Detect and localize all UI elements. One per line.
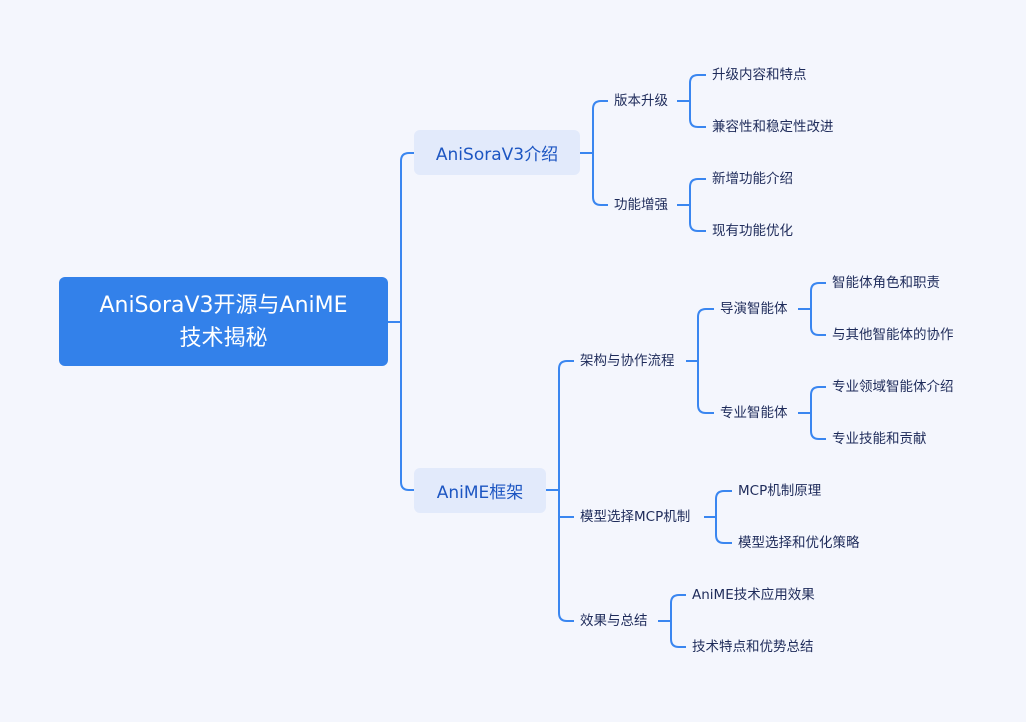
leaf-node[interactable]: 技术特点和优势总结 bbox=[692, 639, 814, 655]
leaf-node[interactable]: 新增功能介绍 bbox=[712, 171, 793, 187]
root-title-line1: AniSoraV3开源与AniME bbox=[99, 292, 348, 318]
subtopic-node[interactable]: 专业智能体 bbox=[720, 405, 788, 421]
leaf-node[interactable]: 兼容性和稳定性改进 bbox=[712, 119, 834, 135]
leaf-node[interactable]: 升级内容和特点 bbox=[712, 67, 807, 83]
topic-node[interactable]: 模型选择MCP机制 bbox=[580, 509, 691, 525]
topic-node[interactable]: 架构与协作流程 bbox=[580, 353, 675, 369]
leaf-node[interactable]: AniME技术应用效果 bbox=[692, 587, 815, 603]
leaf-node[interactable]: 现有功能优化 bbox=[712, 223, 793, 239]
topic-node[interactable]: 功能增强 bbox=[614, 197, 668, 213]
branch-node-anisora[interactable]: AniSoraV3介绍 bbox=[414, 130, 580, 175]
subtopic-node[interactable]: 导演智能体 bbox=[720, 301, 788, 317]
topic-node[interactable]: 版本升级 bbox=[614, 93, 668, 109]
branch-label: AniSoraV3介绍 bbox=[435, 145, 559, 165]
leaf-node[interactable]: 模型选择和优化策略 bbox=[738, 535, 860, 551]
leaf-node[interactable]: 专业技能和贡献 bbox=[832, 431, 927, 447]
leaf-node[interactable]: MCP机制原理 bbox=[738, 483, 822, 499]
leaf-node[interactable]: 专业领域智能体介绍 bbox=[832, 379, 954, 395]
branch-label: AniME框架 bbox=[436, 483, 524, 503]
topic-node[interactable]: 效果与总结 bbox=[580, 613, 648, 629]
root-title-line2: 技术揭秘 bbox=[179, 325, 268, 351]
root-node[interactable]: AniSoraV3开源与AniME 技术揭秘 bbox=[59, 277, 388, 366]
branch-node-anime[interactable]: AniME框架 bbox=[414, 468, 546, 513]
leaf-node[interactable]: 智能体角色和职责 bbox=[832, 275, 940, 291]
leaf-node[interactable]: 与其他智能体的协作 bbox=[832, 327, 954, 343]
